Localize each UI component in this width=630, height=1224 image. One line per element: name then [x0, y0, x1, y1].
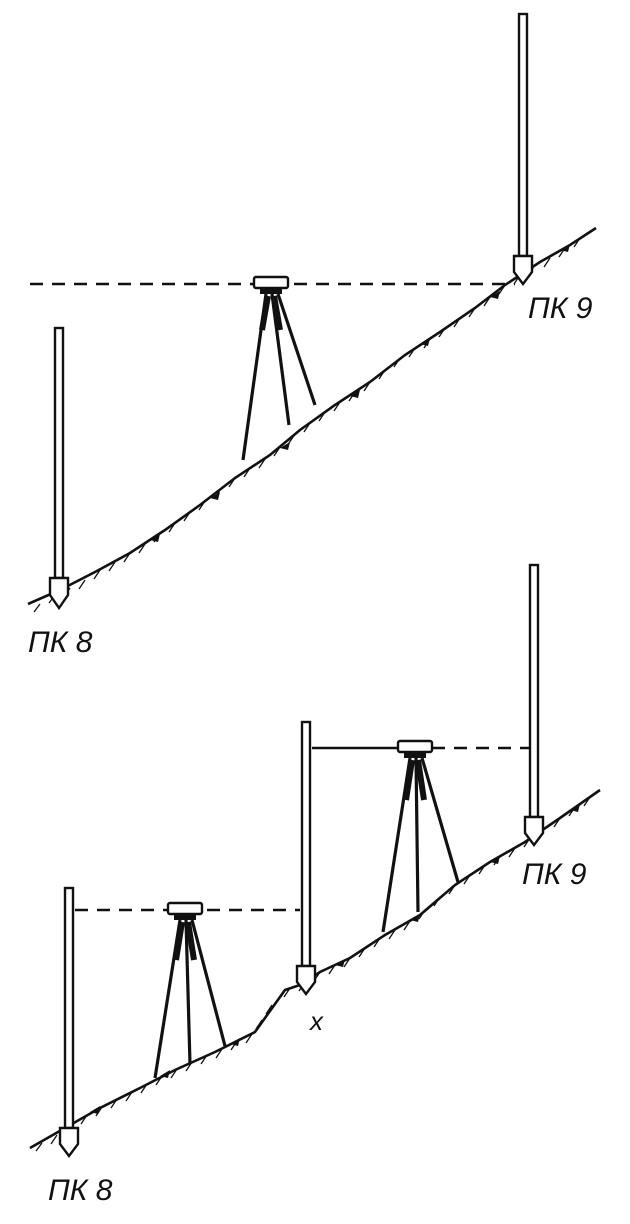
staff-start-bottom	[58, 886, 80, 1158]
level-instrument-first	[153, 901, 227, 1079]
peg-start-bottom	[58, 1126, 80, 1158]
label-turning-point: x	[308, 1006, 324, 1036]
tripod-second	[381, 757, 460, 933]
tripod-top	[241, 293, 317, 461]
tripod-first	[153, 919, 227, 1079]
panel-two-stations: ПК 8 ПК 9 x	[29, 563, 601, 1207]
peg-turning-point	[295, 964, 317, 996]
staff-end-top	[512, 12, 534, 286]
peg-end-top	[512, 254, 534, 286]
staff-end-bottom	[523, 563, 545, 847]
staff-turning-point	[295, 720, 317, 996]
ground-hatching-bottom	[35, 796, 591, 1152]
level-instrument-second	[381, 739, 460, 933]
label-end-peg-bottom: ПК 9	[522, 858, 587, 891]
peg-start-top	[48, 576, 70, 611]
level-instrument-top	[241, 275, 317, 461]
ground-tufts-top	[150, 244, 570, 542]
ground-tufts-bottom	[90, 804, 580, 1114]
panel-single-station: ПК 8 ПК 9	[27, 12, 597, 659]
label-start-peg-top: ПК 8	[28, 626, 93, 659]
label-start-peg-bottom: ПК 8	[48, 1174, 113, 1207]
staff-start-top	[48, 326, 70, 611]
label-end-peg-top: ПК 9	[528, 292, 593, 325]
peg-end-bottom	[523, 815, 545, 847]
ground-slope-top	[27, 226, 597, 613]
